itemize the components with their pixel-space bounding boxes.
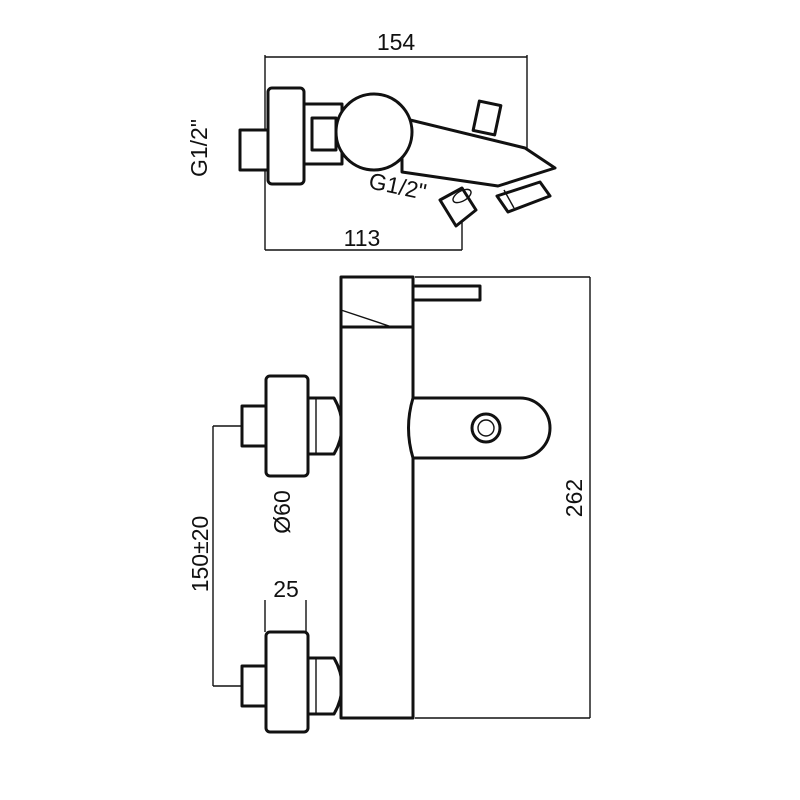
top-wall-flange [266,86,306,186]
top-view [238,55,557,251]
front-dimension-lines [212,276,591,719]
upper-connector [306,396,344,456]
top-spout [400,116,557,188]
top-mixer-body [334,92,414,172]
upper-inlet-pipe [240,404,268,448]
dim-centers: 150±20 [187,516,213,593]
dim-inlet-thread: G1/2" [186,119,212,177]
mixer-top-cap [339,275,415,329]
dim-flange-diameter: Ø60 [269,490,295,533]
mixer-body [339,320,415,720]
dim-flange-depth: 25 [273,576,299,602]
dim-spout-offset: 113 [344,225,381,251]
top-inlet-pipe [238,128,270,172]
upper-wall-flange [264,374,310,478]
dim-height: 262 [561,479,587,517]
lower-wall-flange [264,630,310,734]
front-view [212,275,591,734]
diverter-knob[interactable] [470,412,502,444]
top-shower-outlet [438,186,478,228]
dim-top-width: 154 [377,29,416,55]
lower-inlet-pipe [240,664,268,708]
lever-handle [411,284,482,302]
top-aerator [495,180,552,214]
lower-connector [306,656,344,716]
top-lever-handle [471,99,503,137]
top-connector-nut [310,116,338,152]
